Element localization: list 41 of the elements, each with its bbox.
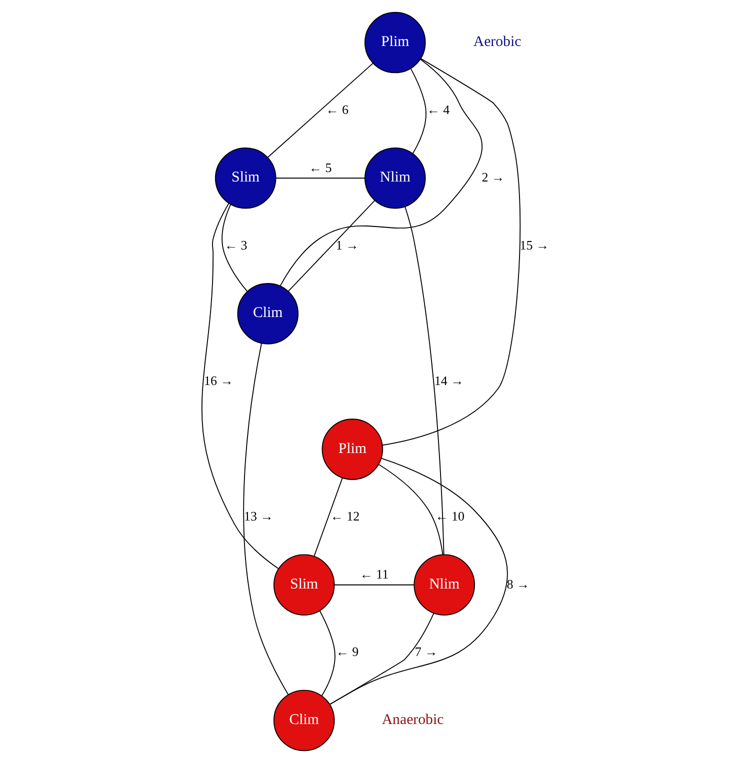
node-circle: Clim bbox=[236, 283, 298, 344]
node-circle: Nlim bbox=[364, 147, 426, 209]
edge-label: 16 → bbox=[204, 372, 233, 388]
connector bbox=[382, 58, 520, 446]
connector bbox=[328, 458, 508, 705]
edge-label: 7 → bbox=[414, 644, 438, 660]
edge-label: 13 → bbox=[243, 508, 273, 524]
connector bbox=[266, 62, 374, 158]
node-circle: Clim bbox=[272, 690, 334, 752]
connector bbox=[334, 584, 414, 586]
connector bbox=[329, 612, 434, 705]
label: Anaerobic bbox=[381, 712, 444, 728]
edge-label: 14 → bbox=[434, 372, 464, 388]
node-circle: Slim bbox=[272, 554, 334, 616]
edge-label: 15 → bbox=[519, 237, 549, 252]
edge-label: ← 6 bbox=[325, 102, 348, 117]
connector bbox=[378, 464, 443, 555]
node-circle: Plim bbox=[321, 418, 383, 480]
edge-label: ← 12 bbox=[330, 508, 360, 524]
edge-label: ← 9 bbox=[335, 644, 358, 660]
connector bbox=[242, 342, 288, 695]
label: Aerobic bbox=[472, 34, 521, 50]
node-circle: Plim bbox=[364, 12, 426, 74]
connector bbox=[279, 58, 482, 286]
edge-label: ← 11 bbox=[359, 566, 388, 582]
connector bbox=[318, 610, 335, 696]
edge-label: 8 → bbox=[506, 576, 530, 592]
connector bbox=[287, 200, 375, 292]
connector bbox=[221, 204, 248, 292]
connector bbox=[404, 206, 444, 556]
edge-label: ← 5 bbox=[308, 160, 332, 175]
edge-label: 1 → bbox=[335, 237, 358, 252]
connector bbox=[200, 203, 278, 570]
connector bbox=[274, 178, 365, 179]
node-circle: Slim bbox=[214, 147, 276, 209]
node-circle: Nlim bbox=[413, 554, 474, 616]
connector bbox=[313, 477, 342, 557]
edge-label: 2 → bbox=[481, 170, 504, 185]
connector bbox=[410, 68, 426, 154]
edge-label: ← 4 bbox=[426, 102, 450, 117]
edge-label: ← 3 bbox=[224, 237, 247, 252]
